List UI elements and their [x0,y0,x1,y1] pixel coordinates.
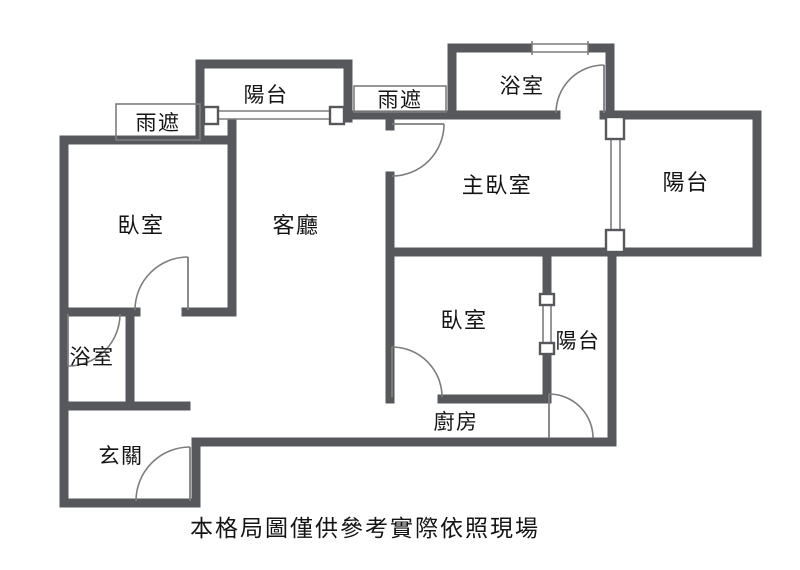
room-label-bedroom-center: 臥室 [440,308,487,333]
window-master-block-top [604,115,626,141]
door-arc-master [391,123,445,177]
room-label-master-bedroom: 主臥室 [462,173,533,198]
rain-covers [115,85,447,141]
room-label-balcony-bottom: 陽台 [556,329,601,353]
window-bedroom-center-block-top [538,292,556,307]
room-label-bedroom-left: 臥室 [117,213,164,238]
room-label-entry: 玄關 [99,444,144,468]
window-master-block-bottom [604,228,626,254]
walls [59,43,762,508]
door-arc-balcony-bottom [548,393,594,439]
door-arc-bathroom-left [67,313,121,367]
door-arc-bedroom-center [391,346,443,398]
room-label-bathroom-top: 浴室 [500,74,545,98]
window-balcony-top-block-right [328,105,346,126]
door-arc-bedroom-left [134,256,189,311]
disclaimer-text: 本格局圖僅供參考實際依照現場 [190,516,540,541]
room-label-rain-cover-left: 雨遮 [136,111,181,135]
window-bedroom-center-block-bottom [538,341,556,356]
door-arc-entry [135,446,191,502]
rain-cover-left-outline [115,103,201,141]
window-balcony-top-block-left [202,105,220,126]
room-label-balcony-right: 陽台 [662,170,709,195]
room-labels: 雨遮 陽台 雨遮 浴室 主臥室 陽台 臥室 客廳 臥室 陽台 浴室 廚房 玄關 [70,74,709,468]
room-label-balcony-top: 陽台 [244,83,289,107]
room-label-bathroom-left: 浴室 [70,345,115,369]
room-label-kitchen: 廚房 [434,410,479,434]
rain-cover-mid-outline [353,85,447,113]
window-bathroom-top-break [532,41,588,55]
door-arc-bathroom-top [555,64,605,114]
room-label-rain-cover-mid: 雨遮 [378,88,423,112]
room-label-living-room: 客廳 [272,213,319,238]
windows [202,41,626,356]
doors [67,64,605,502]
